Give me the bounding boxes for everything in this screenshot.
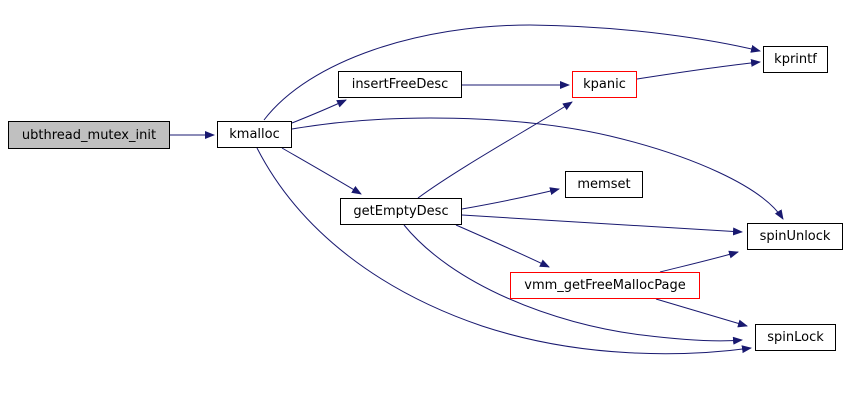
node-label-kprintf: kprintf — [774, 52, 817, 67]
node-label-vmm_getFreeMallocPage: vmm_getFreeMallocPage — [524, 278, 686, 293]
node-spinLock[interactable]: spinLock — [755, 324, 836, 351]
node-spinUnlock[interactable]: spinUnlock — [747, 223, 843, 250]
edge-vmm_getFreeMallocPage-to-spinLock — [655, 298, 748, 328]
edge-getEmptyDesc-to-memset — [461, 187, 560, 210]
edge-kmalloc-to-getEmptyDesc — [281, 147, 362, 195]
node-kmalloc[interactable]: kmalloc — [217, 121, 292, 148]
edge-getEmptyDesc-to-vmm_getFreeMallocPage — [455, 224, 550, 268]
edge-kmalloc-to-spinUnlock — [291, 117, 784, 220]
edge-kmalloc-to-kprintf — [263, 24, 761, 121]
node-label-kmalloc: kmalloc — [229, 127, 280, 142]
node-label-spinLock: spinLock — [767, 330, 824, 345]
node-kpanic[interactable]: kpanic — [572, 71, 637, 98]
node-label-getEmptyDesc: getEmptyDesc — [353, 204, 449, 219]
node-ubthread_mutex_init[interactable]: ubthread_mutex_init — [8, 121, 170, 149]
edge-vmm_getFreeMallocPage-to-spinUnlock — [659, 250, 739, 273]
node-label-ubthread_mutex_init: ubthread_mutex_init — [21, 127, 157, 143]
node-insertFreeDesc[interactable]: insertFreeDesc — [338, 71, 462, 98]
node-vmm_getFreeMallocPage[interactable]: vmm_getFreeMallocPage — [510, 272, 700, 299]
node-label-kpanic: kpanic — [583, 77, 626, 92]
edge-kmalloc-to-insertFreeDesc — [291, 99, 347, 124]
node-label-insertFreeDesc: insertFreeDesc — [351, 77, 449, 92]
node-memset[interactable]: memset — [565, 171, 643, 198]
node-label-spinUnlock: spinUnlock — [759, 229, 831, 244]
edge-kpanic-to-kprintf — [636, 58, 761, 80]
edge-getEmptyDesc-to-spinUnlock — [461, 214, 743, 236]
edge-kmalloc-to-spinLock — [256, 147, 752, 355]
edge-getEmptyDesc-to-spinLock — [403, 224, 743, 345]
node-label-memset: memset — [577, 177, 631, 192]
node-getEmptyDesc[interactable]: getEmptyDesc — [340, 198, 462, 225]
edge-getEmptyDesc-to-kpanic — [417, 101, 573, 199]
node-kprintf[interactable]: kprintf — [763, 46, 828, 73]
